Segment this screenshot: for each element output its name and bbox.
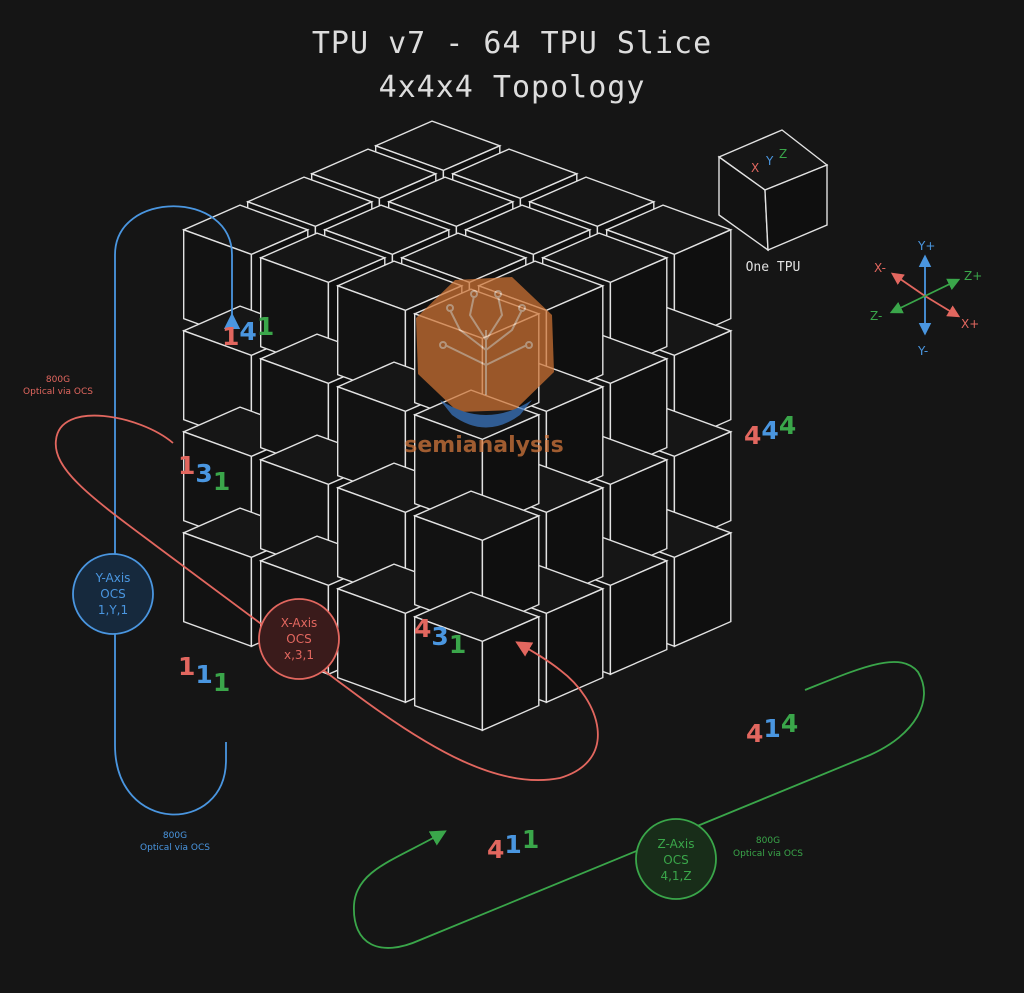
compass-y-plus-label: Y+: [917, 239, 935, 253]
compass-y-minus-label: Y-: [917, 344, 928, 358]
title-line-2: 4x4x4 Topology: [378, 70, 646, 105]
tpu-label-141: 141: [222, 312, 274, 351]
compass-x-minus-arrow: [890, 272, 926, 297]
title-line-1: TPU v7 - 64 TPU Slice: [311, 26, 713, 61]
compass-x-plus-arrow: [924, 295, 961, 318]
semianalysis-watermark: semianalysis: [404, 277, 564, 458]
z-axis-ocs: Z-Axis OCS 4,1,Z: [635, 818, 717, 900]
tpu-cube-right-face: [673, 531, 732, 648]
compass-z-minus-label: Z-: [870, 309, 882, 323]
tpu-431-y: 3: [431, 622, 448, 651]
tpu-label-431: 431: [414, 614, 466, 659]
x-axis-ocs-line3: x,3,1: [284, 648, 314, 662]
tpu-414-x: 4: [746, 719, 763, 748]
tpu-cube: [412, 591, 541, 732]
z-axis-ocs-circle: [635, 818, 717, 900]
tpu-111-x: 1: [178, 652, 195, 681]
legend-cube-right: [764, 163, 828, 252]
y-axis-ocs-line2: OCS: [100, 587, 125, 601]
tpu-label-444: 444: [744, 411, 796, 450]
y-axis-ocs-circle: [72, 553, 154, 635]
tpu-label-131: 131: [178, 451, 230, 496]
y-axis-ocs-line1: Y-Axis: [95, 571, 131, 585]
y-link-speed: 800G: [163, 831, 187, 841]
x-axis-ocs-line1: X-Axis: [281, 616, 318, 630]
tpu-111-z: 1: [213, 668, 230, 697]
compass-z-plus-arrow: [924, 278, 961, 297]
tpu-431-z: 1: [449, 630, 466, 659]
tpu-414-z: 4: [781, 709, 798, 738]
z-link-medium: Optical via OCS: [733, 849, 803, 859]
z-axis-ocs-line1: Z-Axis: [658, 837, 695, 851]
watermark-circuit-tree-icon: [439, 290, 533, 395]
x-link-medium: Optical via OCS: [23, 387, 93, 397]
z-axis-ocs-line3: 4,1,Z: [660, 869, 691, 883]
compass-z-plus-label: Z+: [964, 269, 982, 283]
z-axis-optical-link: [353, 661, 925, 949]
x-axis-ocs-circle: [258, 598, 340, 680]
tpu-cube-grid: [181, 120, 733, 732]
tpu-label-414: 414: [746, 709, 798, 748]
x-axis-optical-link: [54, 414, 599, 782]
tpu-431-x: 4: [414, 614, 431, 643]
legend-caption: One TPU: [746, 260, 801, 275]
legend-y-letter: Y: [765, 154, 774, 168]
watermark-text: semianalysis: [404, 433, 563, 458]
one-tpu-legend: X Y Z One TPU: [717, 129, 829, 275]
tpu-414-y: 1: [763, 714, 780, 743]
tpu-141-y: 4: [239, 317, 256, 346]
compass-x-minus-label: X-: [874, 261, 886, 275]
tpu-label-411: 411: [487, 825, 539, 864]
tpu-444-y: 4: [761, 416, 778, 445]
compass-x-plus-label: X+: [961, 317, 979, 331]
x-axis-ocs-line2: OCS: [286, 632, 311, 646]
compass-z-minus-arrow: [889, 295, 926, 314]
legend-x-letter: X: [751, 161, 759, 175]
legend-z-letter: Z: [779, 147, 787, 161]
z-axis-ocs-line2: OCS: [663, 853, 688, 867]
y-axis-ocs-line3: 1,Y,1: [98, 603, 128, 617]
y-axis-optical-link: [114, 205, 241, 816]
y-link-medium: Optical via OCS: [140, 843, 210, 853]
tpu-444-x: 4: [744, 421, 761, 450]
x-axis-ocs: X-Axis OCS x,3,1: [258, 598, 340, 680]
tpu-label-111: 111: [178, 652, 230, 697]
tpu-444-z: 4: [779, 411, 796, 440]
tpu-141-x: 1: [222, 322, 239, 351]
tpu-111-y: 1: [195, 660, 212, 689]
tpu-131-z: 1: [213, 467, 230, 496]
tpu-411-z: 1: [522, 825, 539, 854]
tpu-131-y: 3: [195, 459, 212, 488]
tpu-411-x: 4: [487, 835, 504, 864]
watermark-bulb-base-icon: [440, 400, 532, 428]
tpu-141-z: 1: [257, 312, 274, 341]
z-link-speed: 800G: [756, 836, 780, 846]
tpu-cube-right-face: [609, 559, 668, 676]
axis-compass: Y+ Y- X- X+ Z+ Z-: [870, 239, 982, 358]
y-axis-ocs: Y-Axis OCS 1,Y,1: [72, 553, 154, 635]
tpu-411-y: 1: [504, 830, 521, 859]
tpu-131-x: 1: [178, 451, 195, 480]
x-link-speed: 800G: [46, 375, 70, 385]
tpu-cube-right-face: [545, 587, 604, 704]
tpu-coordinate-labels: 141 131 111 431 411 444 414: [178, 312, 798, 864]
